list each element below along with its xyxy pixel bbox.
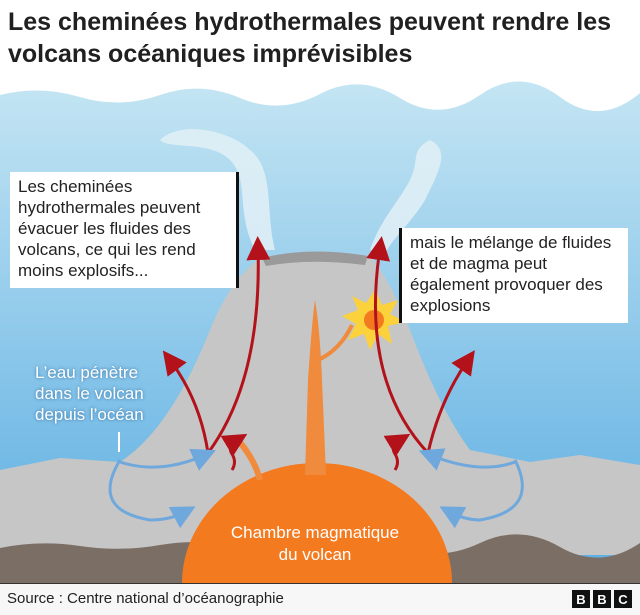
water-flow-arrows bbox=[108, 448, 524, 529]
magma-dike bbox=[317, 324, 354, 362]
magma-chamber-label: Chambre magmatique du volcan bbox=[205, 522, 425, 566]
chamber-label-line1: Chambre magmatique bbox=[230, 523, 400, 542]
magma-chamber bbox=[182, 463, 452, 583]
callout-right-text: mais le mélange de fluides et de magma p… bbox=[410, 233, 612, 315]
magma-conduit bbox=[305, 300, 326, 475]
callout-left-text: Les cheminées hydrothermales peuvent éva… bbox=[18, 177, 201, 280]
chamber-label-line2: du volcan bbox=[278, 545, 352, 564]
footer: Source : Centre national d’océanographie… bbox=[0, 583, 640, 615]
callout-left: Les cheminées hydrothermales peuvent éva… bbox=[10, 172, 239, 288]
hydrothermal-flow-arrows bbox=[162, 236, 475, 471]
page-title: Les cheminées hydrothermales peuvent ren… bbox=[8, 8, 612, 68]
callout-right: mais le mélange de fluides et de magma p… bbox=[399, 228, 628, 323]
steam-plume-left bbox=[160, 129, 275, 250]
source-text: Source : Centre national d’océanographie bbox=[7, 590, 284, 607]
crater-rim bbox=[262, 251, 368, 266]
water-label: L’eau pénètre dans le volcan depuis l’oc… bbox=[35, 363, 144, 424]
steam-plume-right bbox=[370, 140, 442, 255]
